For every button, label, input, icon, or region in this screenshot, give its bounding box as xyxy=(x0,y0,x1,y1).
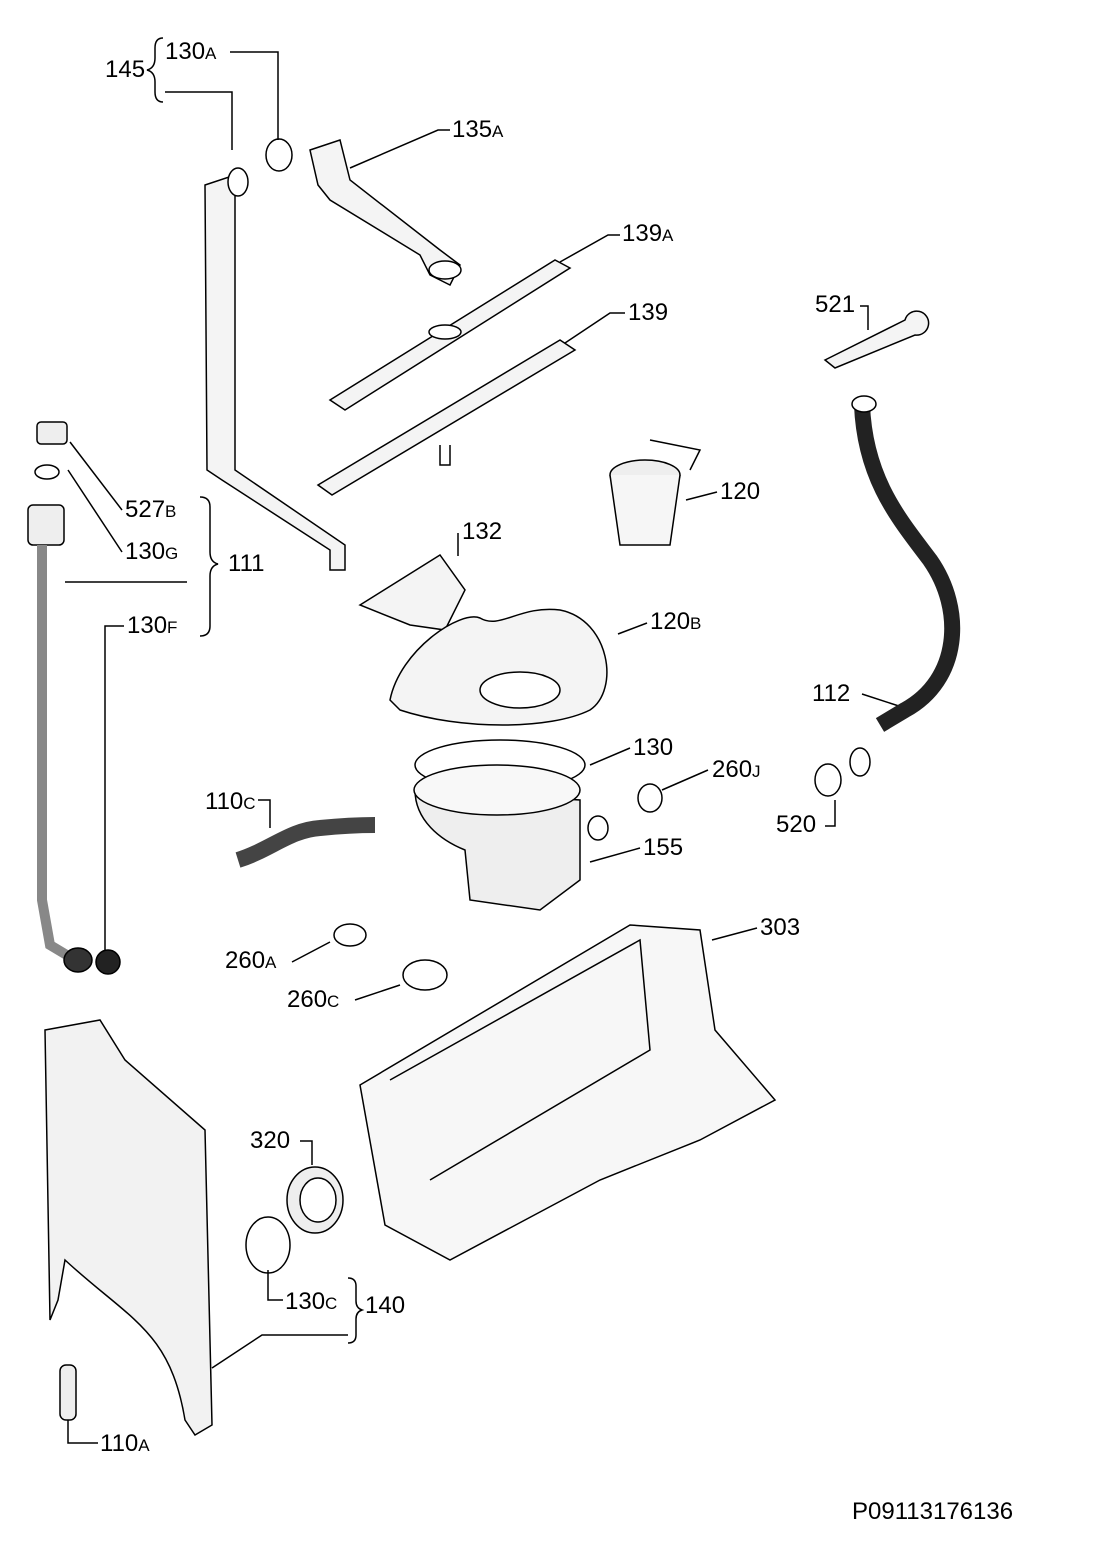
o-ring-130a xyxy=(265,138,293,172)
filter-120 xyxy=(609,439,702,546)
label-260c: 260C xyxy=(287,986,340,1013)
label-130g: 130G xyxy=(125,538,179,565)
leader-lines xyxy=(65,37,906,1444)
clamp-260c xyxy=(402,959,448,991)
hose-110c xyxy=(235,817,376,868)
label-120b: 120B xyxy=(650,608,702,635)
label-139: 139 xyxy=(628,299,669,326)
o-ring-130c xyxy=(245,1216,291,1274)
valve-132 xyxy=(358,553,466,631)
label-260a: 260A xyxy=(225,947,277,974)
water-tank-140 xyxy=(44,1019,213,1437)
label-120: 120 xyxy=(720,478,761,505)
label-155: 155 xyxy=(643,834,684,861)
label-111: 111 xyxy=(228,550,265,577)
label-130: 130 xyxy=(633,734,674,761)
label-139a: 139A xyxy=(622,220,674,247)
inlet-hose-111 xyxy=(27,421,121,975)
lower-spray-arm-139 xyxy=(316,339,577,496)
sump-155 xyxy=(413,764,609,911)
label-260j: 260J xyxy=(712,756,761,783)
label-320: 320 xyxy=(250,1127,291,1154)
label-112: 112 xyxy=(812,680,851,707)
base-frame-303 xyxy=(359,924,777,1261)
label-145: 145 xyxy=(105,56,146,83)
drawing-code: P09113176136 xyxy=(852,1498,1014,1525)
clamp-520 xyxy=(814,763,842,797)
clamp-260a xyxy=(333,923,367,947)
label-110a: 110A xyxy=(100,1430,150,1457)
spray-arm-pipe-145 xyxy=(204,167,346,571)
label-521: 521 xyxy=(815,291,856,318)
label-303: 303 xyxy=(760,914,801,941)
label-527b: 527B xyxy=(125,496,177,523)
clamp-260j xyxy=(637,783,663,813)
label-520: 520 xyxy=(776,811,817,838)
label-130f: 130F xyxy=(127,612,178,639)
label-135a: 135A xyxy=(452,116,504,143)
label-140: 140 xyxy=(365,1292,406,1319)
pipe-outlet xyxy=(428,260,462,280)
hose-clip-521 xyxy=(823,310,930,369)
label-130a: 130A xyxy=(165,38,217,65)
upper-spray-pipe-135a xyxy=(309,139,461,287)
label-132: 132 xyxy=(462,518,503,545)
tube-110a xyxy=(59,1364,77,1421)
label-130c: 130C xyxy=(285,1288,338,1315)
drain-hose-112 xyxy=(854,404,961,732)
label-110c: 110C xyxy=(205,788,256,815)
